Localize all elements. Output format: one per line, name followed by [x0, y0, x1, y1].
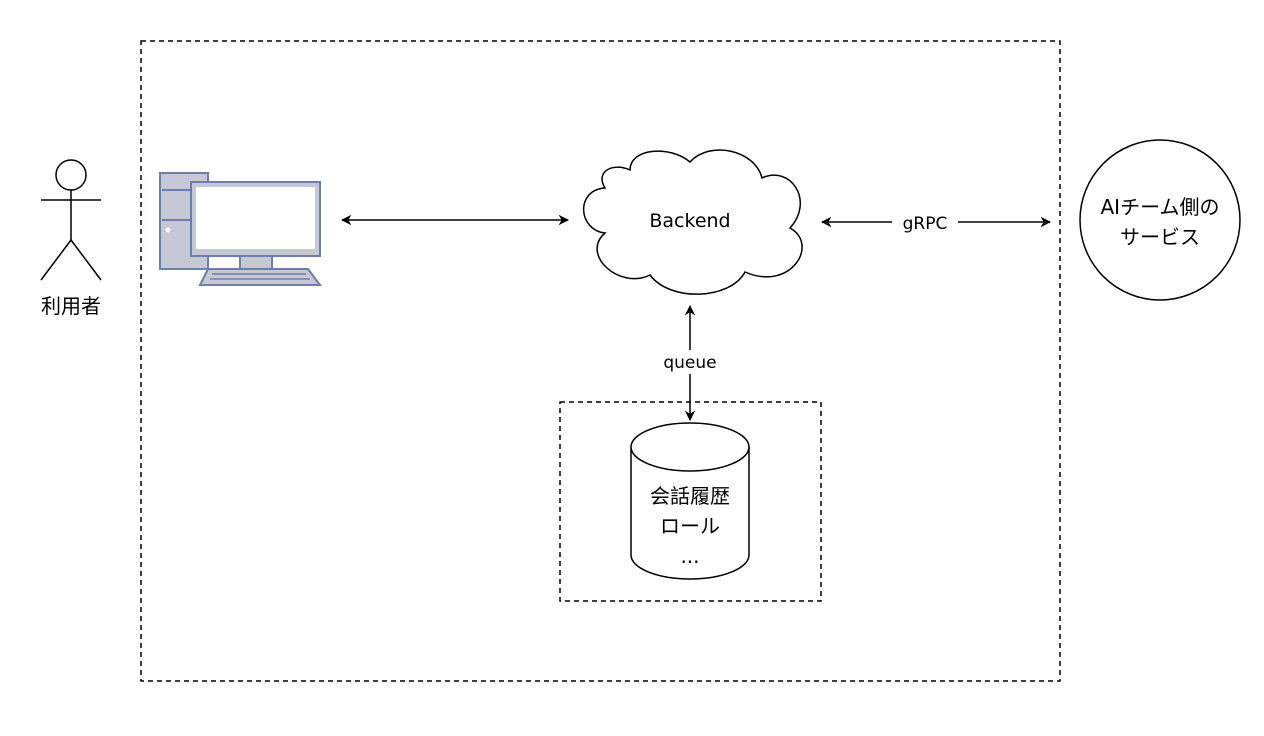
backend-cloud-shape — [582, 149, 803, 295]
ai-service-circle — [1079, 139, 1241, 301]
queue-label: queue — [663, 353, 716, 373]
system-boundary — [140, 40, 1061, 682]
ai-service-label-line1: AIチーム側の — [1101, 195, 1220, 219]
database-label-line1: 会話履歴 — [650, 484, 730, 508]
database-label-line2: ロール — [660, 514, 720, 538]
desktop-computer-icon — [159, 172, 322, 286]
grpc-label: gRPC — [903, 214, 948, 234]
database-label-line3: ... — [680, 544, 699, 568]
grpc-label-bg — [892, 212, 958, 234]
queue-label-bg — [662, 350, 720, 374]
ai-service-label-line2: サービス — [1120, 225, 1200, 249]
database-cylinder — [630, 422, 750, 580]
stick-figure-icon — [40, 159, 102, 281]
actor-label: 利用者 — [41, 294, 101, 318]
backend-label: Backend — [649, 210, 730, 232]
